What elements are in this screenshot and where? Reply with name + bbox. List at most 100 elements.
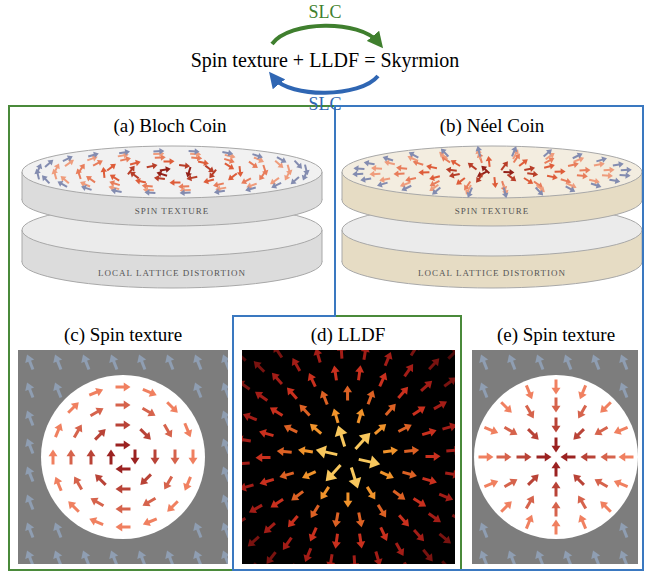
arrow-head	[591, 551, 600, 559]
arrow-head	[377, 181, 383, 187]
arrow-head	[81, 551, 90, 559]
arrow-head	[68, 160, 74, 166]
arrow-head	[95, 408, 103, 416]
arrow-head	[614, 479, 622, 487]
arrow-head	[291, 493, 299, 501]
arrow-head	[74, 477, 82, 485]
spin-arrow	[452, 515, 455, 520]
panel-outline	[8, 105, 462, 571]
arrow-head	[405, 176, 411, 182]
arrow-head	[228, 150, 233, 156]
arrow-head	[511, 146, 517, 152]
arrow-head	[67, 450, 76, 457]
arrow-head	[243, 413, 251, 421]
panel-title: (e) Spin texture	[497, 325, 615, 346]
arrow-head	[619, 453, 626, 462]
spin-arrow	[442, 561, 449, 564]
arrow-head	[449, 172, 455, 178]
arrow-head	[525, 453, 532, 462]
arrow-head	[25, 467, 34, 475]
arrow-head	[221, 495, 228, 503]
spin-arrow	[446, 449, 455, 453]
arrow-head	[42, 175, 48, 181]
arrow-head	[93, 152, 99, 158]
arrow-head	[111, 188, 116, 194]
arrow-head	[53, 523, 62, 531]
arrow-head	[502, 193, 508, 199]
lldf-map	[242, 350, 455, 564]
arrow-head	[601, 453, 608, 462]
arrow-head	[449, 423, 455, 432]
arrow-head	[549, 163, 555, 169]
arrow-head	[406, 364, 414, 372]
arrow-head	[57, 181, 63, 187]
arrow-head	[274, 350, 281, 353]
arrow-head	[143, 518, 151, 526]
arrow-head	[600, 405, 608, 413]
arrow-head	[619, 551, 628, 559]
coin-layer-label: LOCAL LATTICE DISTORTION	[98, 269, 246, 279]
arrow-head	[271, 500, 279, 508]
arrow-head	[109, 551, 118, 559]
arrow-head	[396, 165, 401, 172]
arrow-head	[614, 426, 622, 434]
arrow-head	[137, 551, 146, 559]
arrow-head	[116, 465, 123, 474]
panel-title: (a) Bloch Coin	[114, 116, 227, 137]
arrow-head	[331, 409, 340, 417]
arrow-head	[47, 160, 53, 166]
arrow-head	[535, 355, 544, 363]
arrow-head	[149, 388, 157, 396]
arrow-head	[446, 167, 451, 174]
arrow-head	[608, 172, 613, 179]
spin-arrow	[411, 350, 417, 356]
arrow-head	[321, 491, 329, 499]
arrow-head	[144, 189, 149, 196]
arrow-head	[25, 523, 34, 531]
arrow-head	[378, 424, 386, 432]
arrow-head	[578, 391, 586, 399]
panel-outline	[232, 105, 644, 571]
arrow-head	[350, 563, 359, 564]
arrow-head	[531, 474, 539, 482]
arrow-head	[326, 470, 338, 482]
arrow-head	[368, 491, 376, 499]
arrow-head	[125, 156, 131, 162]
arrow-head	[583, 173, 588, 180]
arrow-head	[143, 432, 151, 440]
arrow-head	[353, 165, 358, 172]
arrow-head	[412, 350, 420, 351]
arrow-head	[193, 355, 202, 363]
arrow-head	[283, 542, 291, 550]
arrow-head	[596, 182, 602, 188]
arrow-head	[552, 406, 561, 413]
arrow-head	[352, 171, 357, 178]
arrow-head	[433, 515, 441, 523]
arrow-head	[619, 523, 628, 531]
arrow-head	[552, 520, 561, 527]
arrow-head	[124, 383, 131, 392]
arrow-head	[601, 157, 607, 163]
arrow-head	[180, 190, 185, 197]
arrow-head	[252, 162, 258, 168]
arrow-head	[492, 183, 499, 188]
spin-texture-map	[18, 350, 228, 564]
arrow-head	[245, 186, 251, 192]
panel-title: (d) LLDF	[311, 325, 385, 346]
spin-arrow	[242, 462, 250, 466]
arrow-head	[356, 409, 365, 417]
arrow-head	[380, 533, 388, 541]
arrow-head	[563, 551, 572, 559]
arrow-head	[430, 181, 436, 187]
arrow-head	[110, 175, 116, 181]
panel-frame: (a) Bloch Coin(c) Spin texture	[8, 105, 462, 571]
arrow-head	[391, 446, 398, 455]
arrow-head	[481, 166, 487, 172]
arrow-head	[165, 429, 173, 437]
arrow-head	[600, 501, 608, 509]
arrow-head	[320, 391, 328, 399]
arrow-head	[131, 458, 140, 465]
arrow-head	[486, 156, 493, 161]
arrow-head	[194, 148, 199, 155]
